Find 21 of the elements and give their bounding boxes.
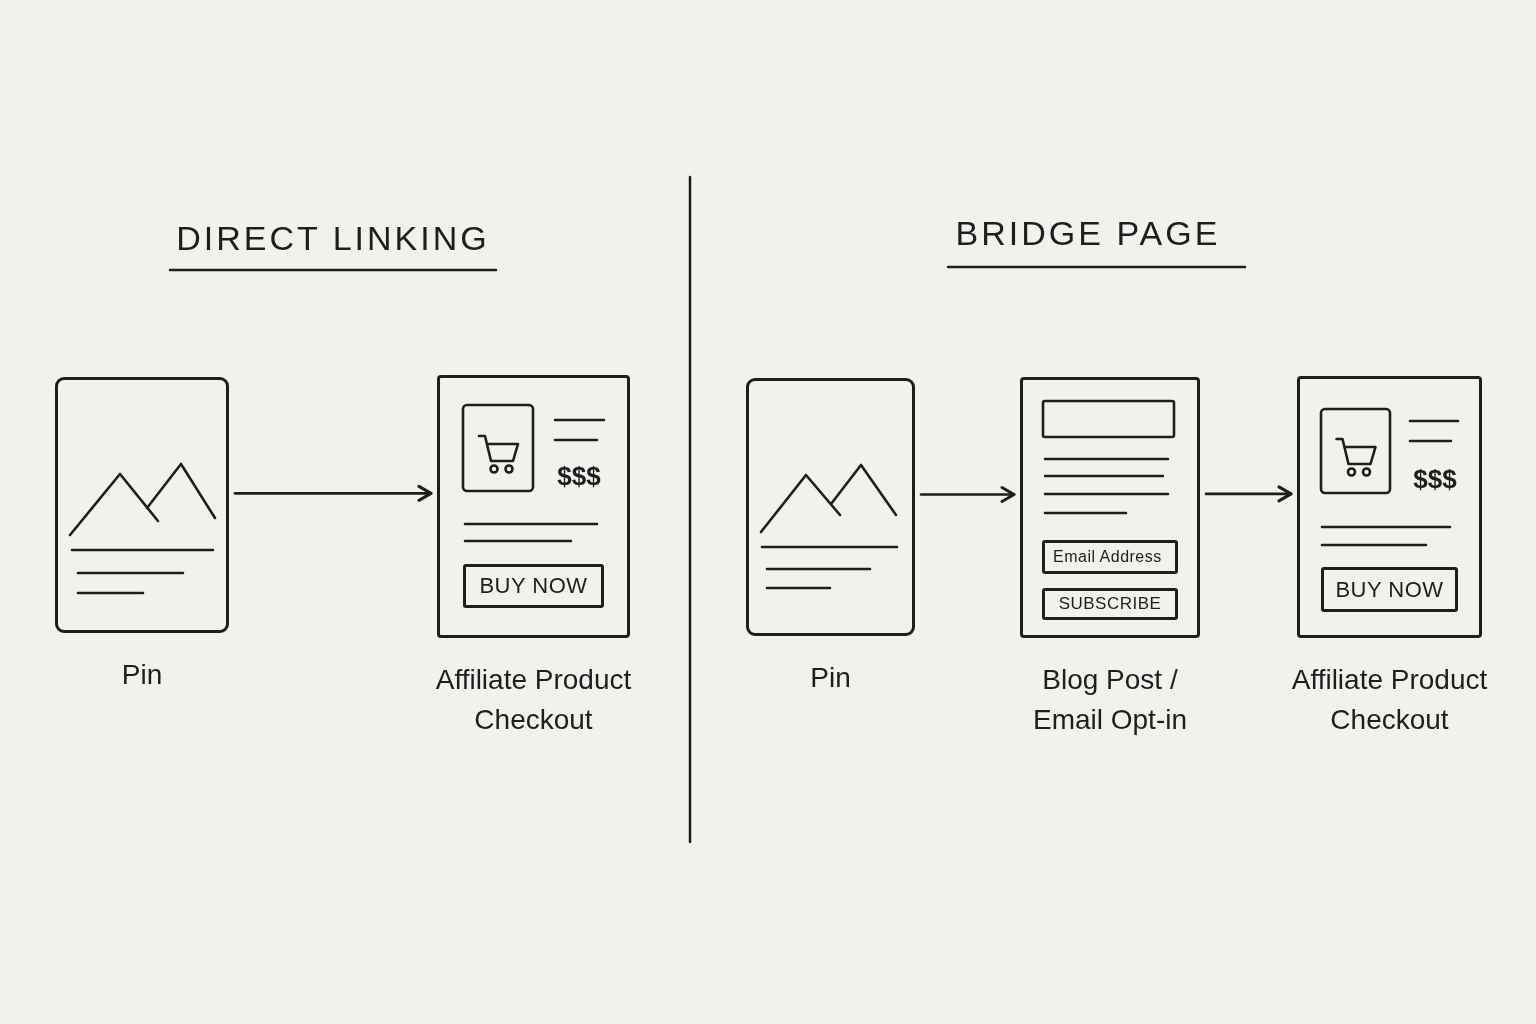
card-caption: Affiliate Product Checkout bbox=[1290, 663, 1489, 737]
product-page-card bbox=[1297, 376, 1482, 638]
section-heading: DIRECT LINKING bbox=[176, 218, 490, 258]
price-text: $$$ bbox=[556, 459, 602, 493]
blog-page-card bbox=[1020, 377, 1200, 638]
price-text: $$$ bbox=[1412, 462, 1458, 496]
pin-card bbox=[746, 378, 915, 636]
card-caption: Pin bbox=[809, 661, 852, 695]
pin-card bbox=[55, 377, 229, 633]
product-page-card bbox=[437, 375, 630, 638]
card-caption: Affiliate Product Checkout bbox=[434, 663, 633, 737]
arrow bbox=[1204, 485, 1293, 503]
card-caption: Blog Post / Email Opt-in bbox=[1031, 663, 1188, 737]
email-input-field: Email Address bbox=[1042, 540, 1178, 574]
section-heading: BRIDGE PAGE bbox=[955, 213, 1221, 253]
arrow bbox=[919, 485, 1016, 503]
subscribe-button: SUBSCRIBE bbox=[1042, 588, 1178, 620]
card-caption: Pin bbox=[120, 658, 164, 692]
arrow bbox=[233, 484, 433, 502]
buy-button: BUY NOW bbox=[463, 564, 604, 608]
buy-button: BUY NOW bbox=[1321, 567, 1458, 612]
